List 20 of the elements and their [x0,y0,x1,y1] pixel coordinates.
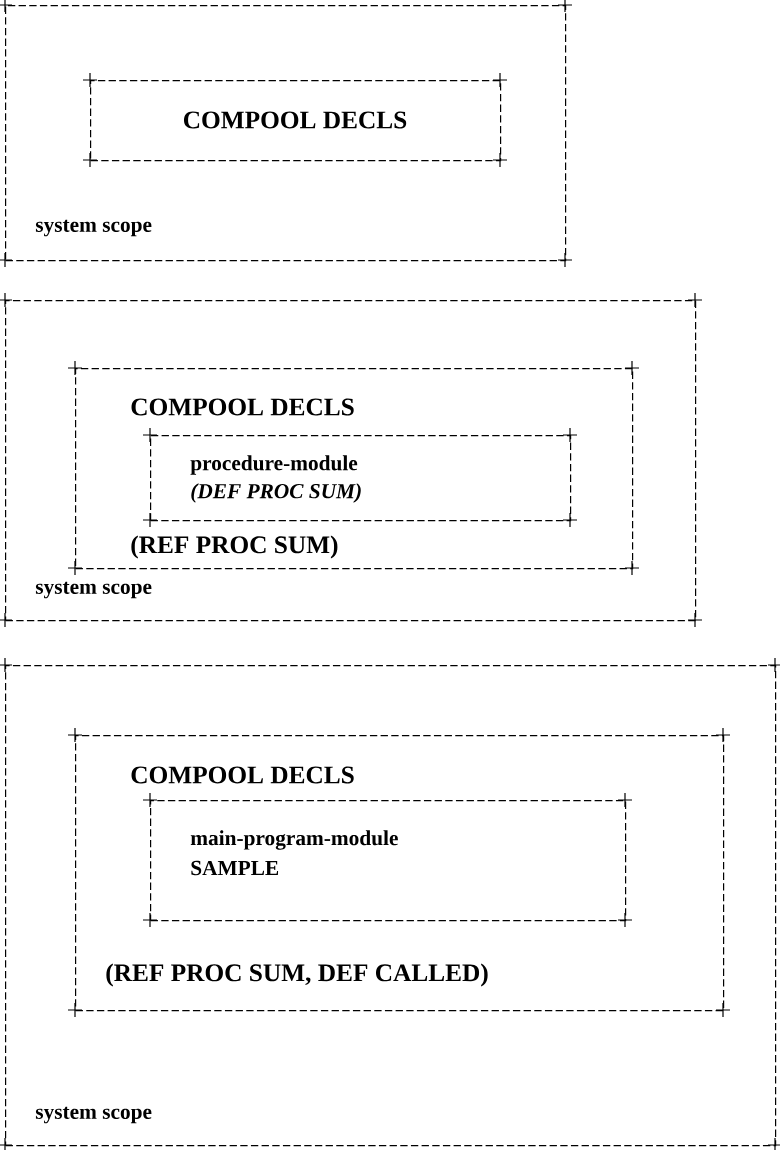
node-label: procedure-module [190,455,358,475]
node-label: COMPOOL DECLS [131,766,354,784]
node-label: (DEF PROC SUM) [191,483,361,503]
node-label: SAMPLE [191,860,279,876]
dashed-box [0,0,573,268]
dashed-box [0,657,780,1150]
node-label: COMPOOL DECLS [183,111,407,129]
dashed-box [67,360,640,576]
dashed-box [142,427,578,528]
node-label: system scope [35,581,152,599]
dashed-box [82,72,508,168]
node-label: system scope [35,1106,152,1124]
node-label: main-program-module [190,830,398,850]
node-label: (REF PROC SUM) [131,535,338,559]
node-label: system scope [35,219,152,237]
dashed-box [0,292,703,628]
node-label: COMPOOL DECLS [131,398,354,416]
node-label: (REF PROC SUM, DEF CALLED) [106,963,488,987]
dashed-box [67,727,731,1018]
dashed-box [142,792,633,928]
